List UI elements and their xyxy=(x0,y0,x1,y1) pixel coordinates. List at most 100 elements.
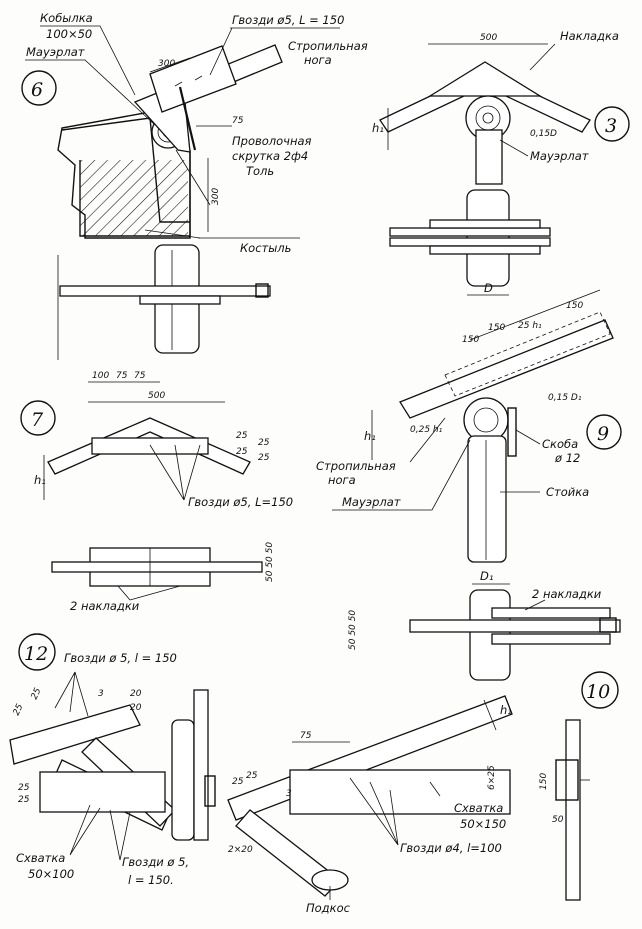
dim-25b: 25 xyxy=(246,771,258,781)
post xyxy=(475,129,503,185)
leader-rafter xyxy=(409,417,446,463)
dim-015d1: 0,15 D₁ xyxy=(548,393,582,403)
label-mauerlat: Мауэрлат xyxy=(530,149,589,163)
plan-board-1 xyxy=(59,285,271,297)
dim-50: 50 xyxy=(552,815,564,825)
nakladka-plate xyxy=(427,61,543,97)
dim-6x25: 6×25 xyxy=(487,765,497,790)
log-ring-2 xyxy=(482,112,494,124)
label-rafter-1: Стропильная xyxy=(288,39,368,53)
dim-25a: 25 xyxy=(236,431,248,441)
leader-mauerlat xyxy=(332,439,471,511)
plan-plate-1 xyxy=(429,219,541,229)
dim-h1-line xyxy=(483,699,497,731)
nail xyxy=(194,75,203,81)
leader-skhvatka xyxy=(69,804,101,856)
dim-25b: 25 xyxy=(258,438,270,448)
leader-nakladka xyxy=(529,43,556,71)
kostyl-line xyxy=(144,229,201,239)
figure-7: 7 100 75 75 500 h₁ 25 25 25 25 Гвозди ø5… xyxy=(20,371,293,613)
rafters-pair xyxy=(47,417,251,475)
label-skoba-1: Скоба xyxy=(542,437,578,451)
leader-two-plates xyxy=(524,599,546,611)
figure-12-number: 12 xyxy=(24,643,48,665)
rafter xyxy=(9,704,141,765)
dim-25a: 25 xyxy=(12,702,26,717)
label-skoba-2: ø 12 xyxy=(554,451,580,465)
side-board xyxy=(193,689,209,841)
label-kobylka-size: 100×50 xyxy=(46,27,92,41)
tar-paper-line xyxy=(178,86,197,151)
label-nails-2: l = 150. xyxy=(128,873,174,887)
label-nails-top: Гвозди ø 5, l = 150 xyxy=(64,651,177,665)
skhvatka-board xyxy=(39,771,166,813)
figure-9-number: 9 xyxy=(597,423,609,445)
label-wire-2: скрутка 2ф4 xyxy=(232,149,308,163)
log-ring-1 xyxy=(473,407,499,433)
label-skhvatka: Схватка xyxy=(16,851,65,865)
leader-nails xyxy=(209,27,340,76)
dim-500: 500 xyxy=(480,33,497,43)
label-h1: h₁ xyxy=(372,121,384,135)
label-rafter-2: нога xyxy=(304,53,332,67)
label-rafter-1: Стропильная xyxy=(316,459,396,473)
nakladka-plate xyxy=(91,437,209,455)
figure-7-badge xyxy=(20,400,56,436)
dim-150b: 150 xyxy=(566,301,583,311)
side-section-bolt xyxy=(555,759,579,801)
plan-rafter xyxy=(409,619,621,633)
figure-10: 10 75 h₁ 25 25 3 6×25 2×20 Схватка 50×15… xyxy=(227,671,619,915)
leader-nails xyxy=(349,777,399,846)
dim-3: 3 xyxy=(286,789,292,799)
leader-nails xyxy=(149,444,201,501)
figure-10-badge xyxy=(581,671,619,709)
figure-7-number: 7 xyxy=(31,409,44,431)
figure-3-badge xyxy=(594,106,630,142)
dim-top-line xyxy=(469,289,601,341)
plan-rafter-2 xyxy=(389,237,551,247)
figure-3: 3 500 Накладка h₁ 0,15D Мауэрлат D xyxy=(372,29,630,296)
rafter xyxy=(399,319,614,419)
leader-nails xyxy=(109,809,131,861)
figure-10-number: 10 xyxy=(586,681,610,703)
figure-9: 9 150 25 h₁ 150 150 0,15 D₁ h₁ 0,25 h₁ С… xyxy=(316,289,622,681)
figure-6: 6 Кобылка 100×50 Гвозди ø5, L = 150 Мауэ… xyxy=(21,11,368,360)
label-h1: h₁ xyxy=(364,429,376,443)
label-podkos: Подкос xyxy=(306,901,351,915)
dim-150c: 150 xyxy=(462,335,479,345)
dim-015d: 0,15D xyxy=(530,129,557,139)
dim-25b: 25 xyxy=(30,686,44,701)
nail xyxy=(174,81,183,87)
dim-25d: 25 xyxy=(258,453,270,463)
leader-wire xyxy=(175,149,211,206)
dim-500: 500 xyxy=(148,391,165,401)
wall-outline xyxy=(79,150,191,237)
dim-150a: 150 xyxy=(488,323,505,333)
skhvatka-board xyxy=(289,769,511,815)
label-h1: h₁ xyxy=(34,473,46,487)
wall-hatch xyxy=(80,160,188,236)
dim-75: 75 xyxy=(232,116,244,126)
label-two-plates: 2 накладки xyxy=(532,587,602,601)
dim-75: 75 xyxy=(300,731,312,741)
leader-skhvatka xyxy=(429,781,441,797)
dim-75b: 75 xyxy=(134,371,146,381)
dim-150: 150 xyxy=(539,773,549,790)
kobylka-board xyxy=(149,45,237,113)
figure-12-badge xyxy=(18,633,56,671)
figure-12: 12 Гвозди ø 5, l = 150 25 25 3 20 20 25 … xyxy=(9,633,216,887)
label-skhvatka-size: 50×100 xyxy=(28,867,74,881)
label-nails: Гвозди ø5, L = 150 xyxy=(232,13,344,27)
label-skhvatka: Схватка xyxy=(454,801,503,815)
post xyxy=(171,719,195,841)
side-section-board xyxy=(565,719,581,901)
label-nails: Гвозди ø5, L=150 xyxy=(188,495,293,509)
plan-plate-1 xyxy=(491,607,611,619)
label-tol: Толь xyxy=(246,164,274,178)
plan-plate-2 xyxy=(429,245,541,255)
plan-rafter-end xyxy=(255,283,269,298)
label-kostyl: Костыль xyxy=(240,241,291,255)
label-wire-1: Проволочная xyxy=(232,134,312,148)
dim-side: 50 50 50 xyxy=(265,542,275,582)
label-mauerlat: Мауэрлат xyxy=(342,495,401,509)
